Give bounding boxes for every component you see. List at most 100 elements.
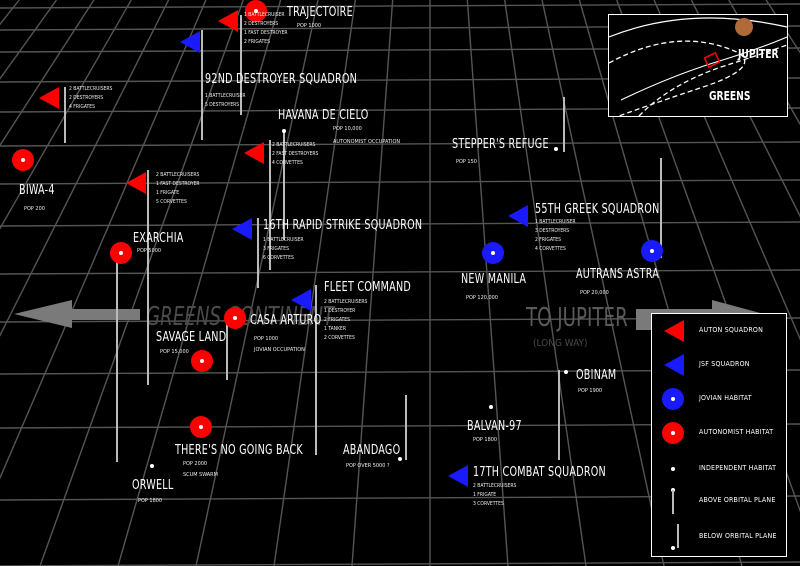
independent-habitat-icon[interactable] <box>398 457 402 461</box>
grid-row-line <box>0 3 800 9</box>
location-name: NEW MANILA <box>461 272 527 287</box>
grid-column-line <box>0 0 132 230</box>
autonomist-habitat-icon[interactable] <box>191 350 213 372</box>
pole <box>315 285 317 455</box>
jsf-squadron-flag-icon[interactable] <box>448 465 468 487</box>
long-way-label: (LONG WAY) <box>533 338 588 349</box>
location-pop: POP 1000 <box>254 336 279 342</box>
grid-column-line <box>273 0 356 566</box>
location-pop: POP 5000 <box>137 248 162 254</box>
location-name: EXARCHIA <box>133 231 184 246</box>
jsf-squadron-flag-icon[interactable] <box>508 205 528 227</box>
jovian-habitat-icon[interactable] <box>482 242 504 264</box>
location-name: THERE'S NO GOING BACK <box>175 443 303 458</box>
independent-habitat-icon[interactable] <box>282 129 286 133</box>
squadron-name: 92ND DESTROYER SQUADRON <box>205 72 358 87</box>
map-legend: AUTON SQUADRON JSF SQUADRON JOVIAN HABIT… <box>651 313 787 557</box>
location-name: CASA ARTURO <box>250 313 322 328</box>
greens-marker-icon <box>703 51 721 69</box>
auton-squadron-flag-icon[interactable] <box>218 10 238 32</box>
autonomist-habitat-icon[interactable] <box>110 242 132 264</box>
grid-column-line <box>466 0 509 566</box>
location-name: STEPPER'S REFUGE <box>452 137 549 152</box>
pole <box>64 87 66 143</box>
pole <box>240 15 242 115</box>
autonomist-habitat-icon[interactable] <box>12 149 34 171</box>
location-note: AUTONOMIST OCCUPATION <box>333 139 401 145</box>
legend-above-orbital-plane: ABOVE ORBITAL PLANE <box>652 486 786 516</box>
independent-habitat-icon[interactable] <box>564 370 568 374</box>
location-name: ABANDAGO <box>343 443 401 458</box>
location-name: AUTRANS ASTRA <box>576 267 660 282</box>
red-flag-icon <box>664 320 684 342</box>
grid-column-line <box>351 0 394 566</box>
location-name: HAVANA DE CIELO <box>278 108 369 123</box>
legend-independent-habitat: INDEPENDENT HABITAT <box>652 454 786 484</box>
grid-row-line <box>0 221 800 227</box>
orbit-path <box>609 40 746 116</box>
grid-column-line <box>117 0 282 566</box>
auton-squadron-flag-icon[interactable] <box>126 172 146 194</box>
independent-habitat-icon[interactable] <box>489 405 493 409</box>
arrow-left-icon <box>14 300 140 328</box>
location-pop: POP 1800 <box>138 498 163 504</box>
location-name: SAVAGE LAND <box>156 330 227 345</box>
pole <box>558 370 560 460</box>
blue-flag-icon <box>664 354 684 376</box>
legend-jsf-squadron: JSF SQUADRON <box>652 350 786 380</box>
location-pop: POP 1800 <box>473 437 498 443</box>
grid-row-line <box>0 141 800 147</box>
location-name: ORWELL <box>132 478 174 493</box>
location-pop: POP 200 <box>24 206 45 212</box>
grid-column-line <box>0 0 95 147</box>
independent-habitat-icon[interactable] <box>554 147 558 151</box>
auton-squadron-flag-icon[interactable] <box>244 142 264 164</box>
location-name: BALVAN-97 <box>467 419 522 434</box>
orbit-path <box>620 36 787 101</box>
to-jupiter-label: TO JUPITER <box>526 303 628 333</box>
grid-column-line <box>195 0 319 566</box>
location-name: TRAJECTOIRE <box>287 5 353 20</box>
red-circle-icon <box>662 422 684 444</box>
legend-jovian-habitat: JOVIAN HABITAT <box>652 384 786 414</box>
grid-column-line <box>541 0 665 566</box>
squadron-name: 17TH COMBAT SQUADRON <box>473 465 606 480</box>
autonomist-habitat-icon[interactable] <box>245 0 267 22</box>
inset-jupiter-label: JUPITER <box>738 47 779 61</box>
squadron-name: FLEET COMMAND <box>324 280 411 295</box>
squadron-name: 16TH RAPID STRIKE SQUADRON <box>263 218 423 233</box>
jupiter-icon <box>735 18 753 36</box>
orbit-path <box>609 17 787 38</box>
pole <box>269 140 271 270</box>
pole <box>283 132 285 240</box>
white-dot-icon <box>671 546 675 550</box>
legend-auton-squadron: AUTON SQUADRON <box>652 316 786 346</box>
jsf-squadron-flag-icon[interactable] <box>180 31 200 53</box>
jsf-squadron-flag-icon[interactable] <box>232 218 252 240</box>
autonomist-habitat-icon[interactable] <box>190 416 212 438</box>
autonomist-habitat-icon[interactable] <box>224 307 246 329</box>
pole <box>660 158 662 258</box>
legend-below-orbital-plane: BELOW ORBITAL PLANE <box>652 522 786 552</box>
location-pop: POP OVER 5000 ? <box>346 463 390 469</box>
pole <box>405 395 407 460</box>
independent-habitat-icon[interactable] <box>150 464 154 468</box>
location-name: BIWA-4 <box>19 183 55 198</box>
jsf-squadron-flag-icon[interactable] <box>291 289 311 311</box>
location-pop: POP 15,000 <box>160 349 189 355</box>
pole-up-icon <box>672 490 674 514</box>
pole <box>147 170 149 385</box>
auton-squadron-flag-icon[interactable] <box>39 87 59 109</box>
inset-greens-label: GREENS <box>709 89 751 103</box>
pole <box>257 218 259 288</box>
pole <box>226 318 228 380</box>
location-pop: POP 120,000 <box>466 295 498 301</box>
jovian-habitat-icon[interactable] <box>641 240 663 262</box>
